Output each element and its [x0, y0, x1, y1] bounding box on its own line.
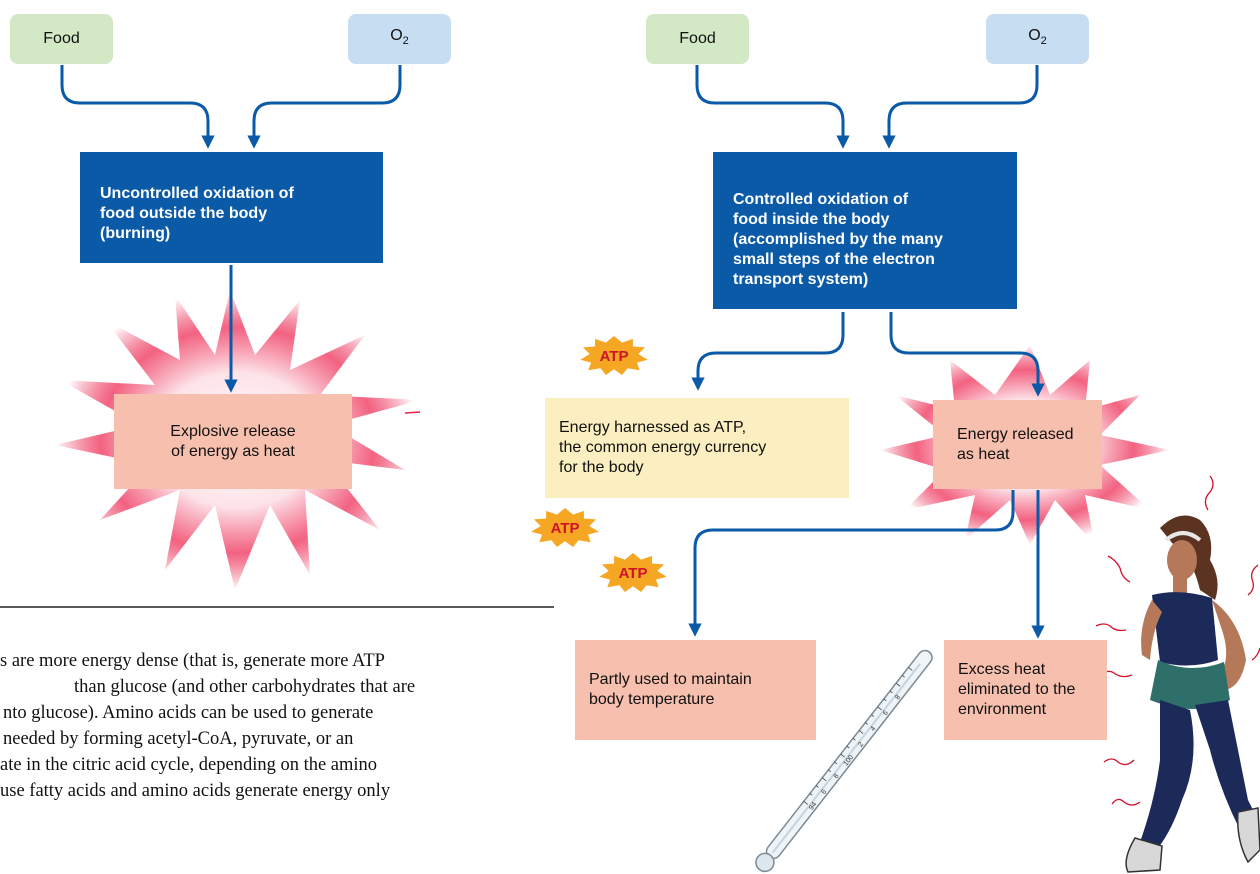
atp-badge-3: ATP	[599, 553, 667, 592]
arrow-food-to-process-right	[695, 65, 850, 149]
body-temperature-label: Partly used to maintain body temperature	[589, 671, 752, 708]
process-box-left: Uncontrolled oxidation of food outside t…	[80, 152, 383, 263]
text-line-3: nto glucose). Amino acids can be used to…	[3, 703, 374, 723]
atp-badge-2-label: ATP	[551, 520, 580, 537]
arrow-process-to-heat	[889, 312, 1045, 397]
thermo-tick-6: 6	[882, 710, 890, 717]
text-line-4: needed by forming acetyl-CoA, pyruvate, …	[3, 729, 354, 749]
atp-badge-1-label: ATP	[600, 348, 629, 365]
text-line-1: s are more energy dense (that is, genera…	[0, 651, 385, 671]
process-label-left: Uncontrolled oxidation of food outside t…	[100, 185, 294, 242]
text-line-2: than glucose (and other carbohydrates th…	[74, 677, 416, 697]
thermometer-icon: 94 6 8 100 2 4 6 8	[755, 649, 933, 873]
atp-badge-2: ATP	[531, 508, 599, 547]
excess-heat-box: Excess heat eliminated to the environmen…	[944, 640, 1107, 740]
runner-illustration	[1095, 475, 1260, 873]
thermo-tick-4: 2	[857, 741, 865, 748]
food-box-left: Food	[10, 14, 113, 64]
heat-released-label: Energy released as heat	[957, 425, 1074, 463]
atp-harnessed-box: Energy harnessed as ATP, the common ener…	[545, 398, 849, 498]
o2-box-left: O2	[348, 14, 451, 64]
process-box-right: Controlled oxidation of food inside the …	[713, 152, 1017, 309]
atp-harnessed-label: Energy harnessed as ATP, the common ener…	[559, 419, 767, 476]
thermo-tick-2: 8	[833, 773, 841, 780]
arrow-o2-to-process-left	[247, 65, 402, 149]
process-label-right: Controlled oxidation of food inside the …	[733, 191, 943, 288]
o2-label-left: O2	[390, 27, 409, 48]
heat-streak	[404, 411, 421, 414]
excess-heat-label: Excess heat eliminated to the environmen…	[958, 661, 1076, 718]
text-line-6: use fatty acids and amino acids generate…	[0, 781, 391, 801]
text-line-5: ate in the citric acid cycle, depending …	[0, 755, 378, 775]
explosive-release-box: Explosive release of energy as heat	[114, 394, 352, 489]
text-excerpt: s are more energy dense (that is, genera…	[0, 648, 600, 804]
food-label-left: Food	[43, 30, 80, 47]
arrow-food-to-process-left	[60, 65, 215, 149]
atp-badge-3-label: ATP	[619, 565, 648, 582]
body-temperature-box: Partly used to maintain body temperature	[575, 640, 816, 740]
thermo-tick-0: 94	[808, 801, 818, 812]
arrow-o2-to-process-right	[882, 65, 1039, 149]
thermo-tick-5: 4	[870, 725, 878, 732]
arrow-heat-to-body-temp	[688, 490, 1015, 637]
food-label-right: Food	[679, 30, 716, 47]
o2-label-right: O2	[1028, 27, 1047, 48]
o2-box-right: O2	[986, 14, 1089, 64]
food-box-right: Food	[646, 14, 749, 64]
explosive-release-label: Explosive release of energy as heat	[170, 422, 296, 460]
thermo-tick-1: 6	[820, 788, 828, 795]
thermo-tick-7: 8	[894, 694, 902, 701]
arrow-process-to-atp	[691, 312, 845, 391]
atp-badge-1: ATP	[580, 336, 648, 375]
heat-released-box: Energy released as heat	[933, 400, 1102, 489]
